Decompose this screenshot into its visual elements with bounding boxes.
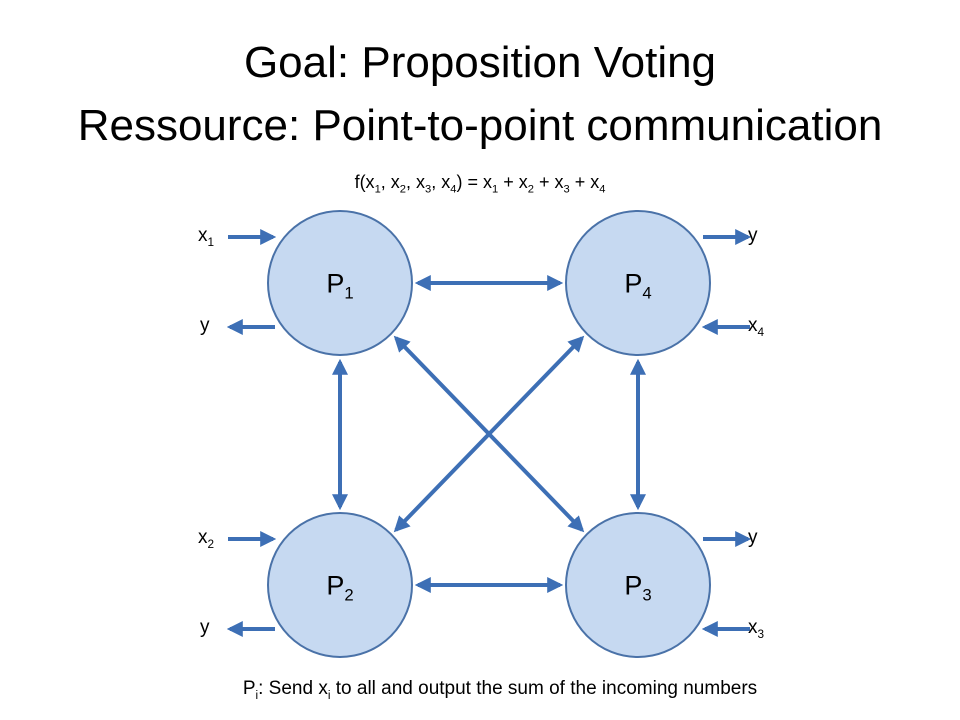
output-label-y1: y — [200, 315, 210, 336]
protocol-caption: Pi: Send xi to all and output the sum of… — [242, 678, 758, 702]
node-p1 — [267, 210, 413, 356]
input-label-x3: x3 — [748, 617, 765, 641]
node-label-p4: P4 — [624, 268, 652, 303]
input-label-x4: x4 — [748, 315, 765, 339]
title-line-2: Ressource: Point-to-point communication — [77, 101, 883, 150]
node-label-p1: P1 — [326, 268, 354, 303]
input-label-x1: x1 — [198, 225, 215, 249]
node-label-p2: P2 — [326, 570, 354, 605]
function-formula: f(x1, x2, x3, x4) = x1 + x2 + x3 + x4 — [354, 172, 606, 196]
node-p3 — [565, 512, 711, 658]
edge-p4-p2 — [393, 335, 585, 533]
title-line-1: Goal: Proposition Voting — [243, 38, 717, 87]
node-p2 — [267, 512, 413, 658]
node-p4 — [565, 210, 711, 356]
output-label-y4: y — [748, 225, 758, 246]
node-label-p3: P3 — [624, 570, 652, 605]
output-label-y3: y — [748, 527, 758, 548]
input-label-x2: x2 — [198, 527, 215, 551]
output-label-y2: y — [200, 617, 210, 638]
